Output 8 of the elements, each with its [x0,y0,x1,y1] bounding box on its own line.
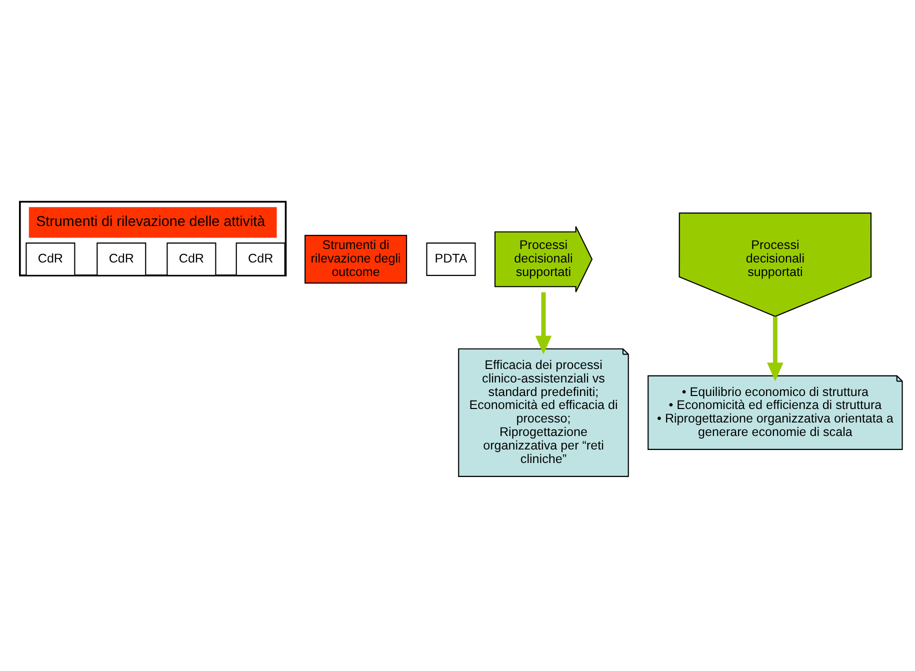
arrow [767,316,784,382]
node-box: CdR [236,242,286,276]
node-box: CdR [96,242,146,276]
node-box: CdR [166,242,216,276]
node-box: CdR [26,242,76,276]
node-box: Strumenti di rilevazione degli outcome [304,234,408,284]
arrow [535,292,552,354]
node-box: PDTA [426,242,476,276]
